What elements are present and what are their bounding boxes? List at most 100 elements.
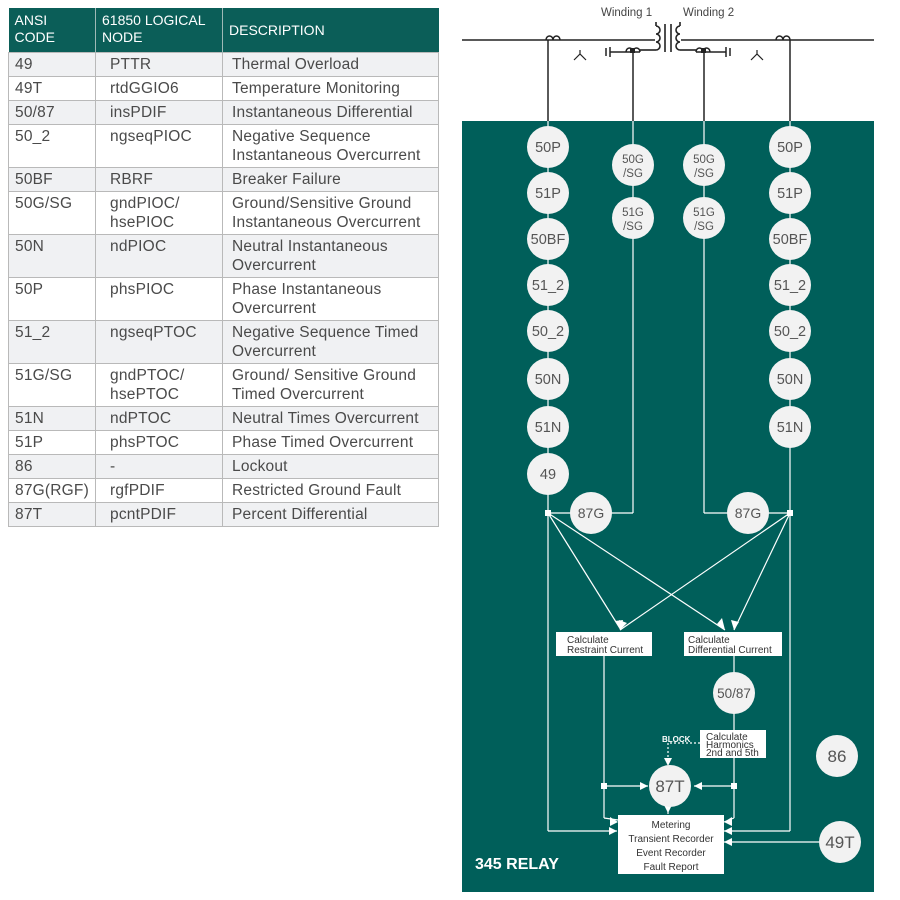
function-node: 50_2 <box>769 310 811 352</box>
function-label: /SG <box>694 168 714 180</box>
cell-desc: Ground/ Sensitive Ground Timed Overcurre… <box>222 363 439 407</box>
svg-text:87G: 87G <box>735 505 761 521</box>
wiring-junctions <box>545 510 793 789</box>
function-circle <box>527 264 569 306</box>
cell-node: phsPIOC <box>95 277 223 321</box>
function-circle <box>527 218 569 260</box>
cell-code: 86 <box>8 454 96 479</box>
function-label: 51N <box>535 420 562 436</box>
metering-box: Metering Transient Recorder Event Record… <box>618 815 724 874</box>
svg-text:49T: 49T <box>825 833 854 852</box>
svg-text:87G: 87G <box>578 505 604 521</box>
temperature-monitoring-49t: 49T <box>819 821 861 863</box>
cell-desc: Instantaneous Differential <box>222 100 439 125</box>
svg-text:50/87: 50/87 <box>717 686 751 701</box>
cell-desc: Negative Sequence Instantaneous Overcurr… <box>222 124 439 168</box>
function-node: 50BF <box>527 218 569 260</box>
function-label: /SG <box>623 168 643 180</box>
svg-text:Fault Report: Fault Report <box>643 862 698 873</box>
function-node: 50BF <box>769 218 811 260</box>
function-circle <box>769 406 811 448</box>
relay-title: 345 RELAY <box>475 856 559 873</box>
cell-code: 87T <box>8 502 96 527</box>
function-circle <box>769 126 811 168</box>
cell-node: ndPIOC <box>95 234 223 278</box>
block-label: BLOCK <box>662 735 691 744</box>
cell-node: gndPTOC/ hsePTOC <box>95 363 223 407</box>
cell-desc: Ground/Sensitive Ground Instantaneous Ov… <box>222 191 439 235</box>
winding-2-label: Winding 2 <box>683 7 734 19</box>
function-node: 51P <box>769 172 811 214</box>
ground-ct-terminal <box>630 48 706 53</box>
cell-node: gndPIOC/ hsePIOC <box>95 191 223 235</box>
cell-code: 50N <box>8 234 96 278</box>
ansi-code-table: ANSI CODE 61850 LOGICAL NODE DESCRIPTION… <box>8 8 439 527</box>
cell-code: 50G/SG <box>8 191 96 235</box>
function-circle <box>769 358 811 400</box>
function-label: 50P <box>777 140 803 156</box>
svg-text:Harmonics: Harmonics <box>706 740 754 751</box>
differential-current-box: Calculate Differential Current <box>684 632 782 656</box>
function-label: 50G <box>693 154 715 166</box>
ground-symbol-icon <box>573 50 764 61</box>
function-label: 50_2 <box>532 324 564 340</box>
function-label: 50N <box>535 372 562 388</box>
function-node: 51_2 <box>769 264 811 306</box>
function-label: 50BF <box>773 232 808 248</box>
header-description: DESCRIPTION <box>222 8 439 53</box>
function-circle <box>769 218 811 260</box>
cell-node: ndPTOC <box>95 406 223 431</box>
function-label: 51N <box>777 420 804 436</box>
restraint-current-box: Calculate Restraint Current <box>556 632 652 656</box>
cell-desc: Temperature Monitoring <box>222 76 439 101</box>
table-header-row: ANSI CODE 61850 LOGICAL NODE DESCRIPTION <box>8 8 439 53</box>
function-circle <box>527 358 569 400</box>
cell-node: ngseqPTOC <box>95 320 223 364</box>
cell-desc: Breaker Failure <box>222 167 439 192</box>
cell-node: - <box>95 454 223 479</box>
harmonics-box: Calculate Harmonics 2nd and 5th <box>700 730 766 759</box>
right-ground-functions: 50G/SG 51G/SG <box>683 144 725 239</box>
function-node: 50_2 <box>527 310 569 352</box>
function-node: 51N <box>769 406 811 448</box>
function-label: 51G <box>622 207 644 219</box>
cell-desc: Thermal Overload <box>222 52 439 77</box>
cell-desc: Restricted Ground Fault <box>222 478 439 503</box>
function-circle <box>527 406 569 448</box>
function-label: 51_2 <box>774 278 806 294</box>
cell-code: 50P <box>8 277 96 321</box>
function-circle <box>769 172 811 214</box>
function-label: 50BF <box>531 232 566 248</box>
header-logical-node: 61850 LOGICAL NODE <box>95 8 223 53</box>
ground-ct-icon <box>605 47 731 121</box>
function-node: 50N <box>769 358 811 400</box>
svg-text:Calculate: Calculate <box>706 732 748 743</box>
rgf-left-87g: 87G <box>570 492 612 534</box>
svg-text:86: 86 <box>828 747 847 766</box>
function-circle <box>527 126 569 168</box>
ground-function-node: 50G/SG <box>612 144 654 186</box>
cell-code: 49T <box>8 76 96 101</box>
function-label: 51_2 <box>532 278 564 294</box>
cell-code: 50BF <box>8 167 96 192</box>
function-circle <box>527 172 569 214</box>
cell-node: rgfPDIF <box>95 478 223 503</box>
function-circle <box>612 197 654 239</box>
function-label: 50P <box>535 140 561 156</box>
ground-function-node: 51G/SG <box>683 197 725 239</box>
svg-text:Differential Current: Differential Current <box>688 645 772 656</box>
function-circle <box>527 453 569 495</box>
cell-node: PTTR <box>95 52 223 77</box>
cell-desc: Neutral Times Overcurrent <box>222 406 439 431</box>
function-node: 50N <box>527 358 569 400</box>
header-ansi-code: ANSI CODE <box>8 8 96 53</box>
svg-text:Event Recorder: Event Recorder <box>636 848 706 859</box>
